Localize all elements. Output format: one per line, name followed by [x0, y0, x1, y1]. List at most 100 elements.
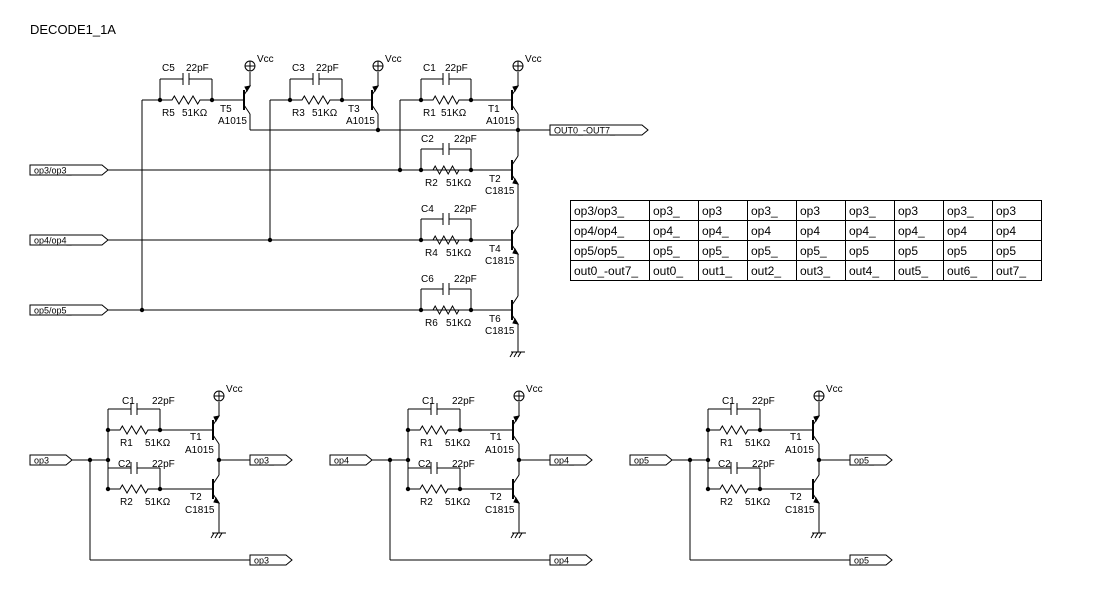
capacitor-ref: C1 [722, 396, 735, 407]
truth-table-cell: out2_ [747, 260, 797, 281]
transistor-arrow [513, 415, 521, 423]
port-label: op5 [634, 456, 649, 466]
truth-table-cell: op4 [943, 220, 993, 241]
port-label: op3_ [254, 456, 275, 466]
transistor-arrow [813, 415, 821, 423]
truth-table-cell: op5 [992, 240, 1042, 261]
transistor-ref: T2 [490, 492, 502, 503]
schematic-title: DECODE1_1A [30, 22, 116, 37]
truth-table-row-header: op5/op5_ [570, 240, 650, 261]
capacitor-ref: C2 [421, 134, 434, 145]
resistor-value: 51KΩ [745, 497, 771, 508]
truth-table-cell: op4 [796, 220, 846, 241]
resistor-ref: R2 [420, 497, 433, 508]
ground-symbol [210, 532, 215, 539]
transistor-lead [212, 474, 220, 485]
transistor-lead [511, 295, 519, 306]
resistor-ref: R2 [720, 497, 733, 508]
resistor-value: 51KΩ [446, 178, 472, 189]
capacitor-value: 22pF [752, 396, 775, 407]
transistor-lead [511, 104, 519, 115]
transistor-lead [212, 434, 220, 445]
truth-table-cell: op4_ [698, 220, 748, 241]
ground-symbol [810, 532, 815, 539]
resistor-ref: R3 [292, 108, 305, 119]
junction-dot [267, 237, 273, 243]
transistor-arrow [513, 496, 521, 504]
truth-table-cell: op4 [992, 220, 1042, 241]
truth-table-cell: op3 [796, 200, 846, 221]
truth-table-cell: op4_ [649, 220, 699, 241]
resistor [408, 425, 460, 435]
junction-dot [418, 237, 424, 243]
junction-dot [418, 167, 424, 173]
port-label: op4_ [554, 456, 575, 466]
port-connector [329, 454, 373, 466]
transistor-ref: T2 [190, 492, 202, 503]
truth-table-cell: out5_ [894, 260, 944, 281]
ground-symbol [509, 351, 514, 358]
port-label: op3 [254, 556, 269, 566]
port-connector [549, 554, 593, 566]
transistor-arrow [512, 317, 520, 325]
truth-table-row-header: out0_-out7_ [570, 260, 650, 281]
transistor-lead [243, 104, 251, 115]
resistor-ref: R1 [720, 438, 733, 449]
transistor-lead [812, 474, 820, 485]
truth-table-cell: op4 [747, 220, 797, 241]
port-label: op3/op3_ [34, 166, 73, 176]
transistor-part: C1815 [185, 505, 215, 516]
resistor-ref: R2 [120, 497, 133, 508]
resistor-value: 51KΩ [182, 108, 208, 119]
transistor-part: C1815 [485, 505, 515, 516]
resistor-value: 51KΩ [745, 438, 771, 449]
junction-dot [375, 127, 381, 133]
transistor-ref: T3 [348, 104, 360, 115]
junction-dot [105, 486, 111, 492]
transistor-arrow [213, 496, 221, 504]
capacitor-ref: C6 [421, 274, 434, 285]
resistor [290, 95, 342, 105]
resistor-ref: R1 [420, 438, 433, 449]
truth-table-cell: out7_ [992, 260, 1042, 281]
truth-table-row-header: op3/op3_ [570, 200, 650, 221]
port-connector [849, 454, 893, 466]
transistor-lead [371, 104, 379, 115]
vcc-label: Vcc [385, 54, 402, 65]
transistor-lead [512, 474, 520, 485]
port-connector [549, 124, 649, 136]
capacitor-value: 22pF [454, 274, 477, 285]
transistor-ref: T2 [790, 492, 802, 503]
junction-dot [105, 427, 111, 433]
junction-dot [139, 307, 145, 313]
capacitor-ref: C5 [162, 63, 175, 74]
port-connector [249, 454, 293, 466]
transistor-lead [512, 434, 520, 445]
transistor-part: A1015 [485, 445, 514, 456]
truth-table-cell: out1_ [698, 260, 748, 281]
ground-symbol [214, 532, 219, 539]
truth-table-cell: op5 [894, 240, 944, 261]
capacitor-value: 22pF [452, 396, 475, 407]
transistor-part: A1015 [185, 445, 214, 456]
capacitor-ref: C1 [122, 396, 135, 407]
capacitor-value: 22pF [445, 63, 468, 74]
junction-dot [418, 307, 424, 313]
transistor-ref: T2 [489, 174, 501, 185]
port-connector [629, 454, 673, 466]
transistor-part: C1815 [485, 256, 515, 267]
ground-symbol [818, 532, 823, 539]
transistor-part: C1815 [485, 326, 515, 337]
capacitor-value: 22pF [152, 396, 175, 407]
truth-table-cell: op5_ [649, 240, 699, 261]
transistor-part: A1015 [346, 116, 375, 127]
port-connector [29, 164, 109, 176]
ground-symbol [514, 532, 519, 539]
resistor [421, 94, 471, 106]
capacitor-value: 22pF [452, 459, 475, 470]
resistor-ref: R1 [120, 438, 133, 449]
transistor-ref: T1 [488, 104, 500, 115]
resistor [421, 164, 471, 176]
truth-table-cell: op3_ [845, 200, 895, 221]
